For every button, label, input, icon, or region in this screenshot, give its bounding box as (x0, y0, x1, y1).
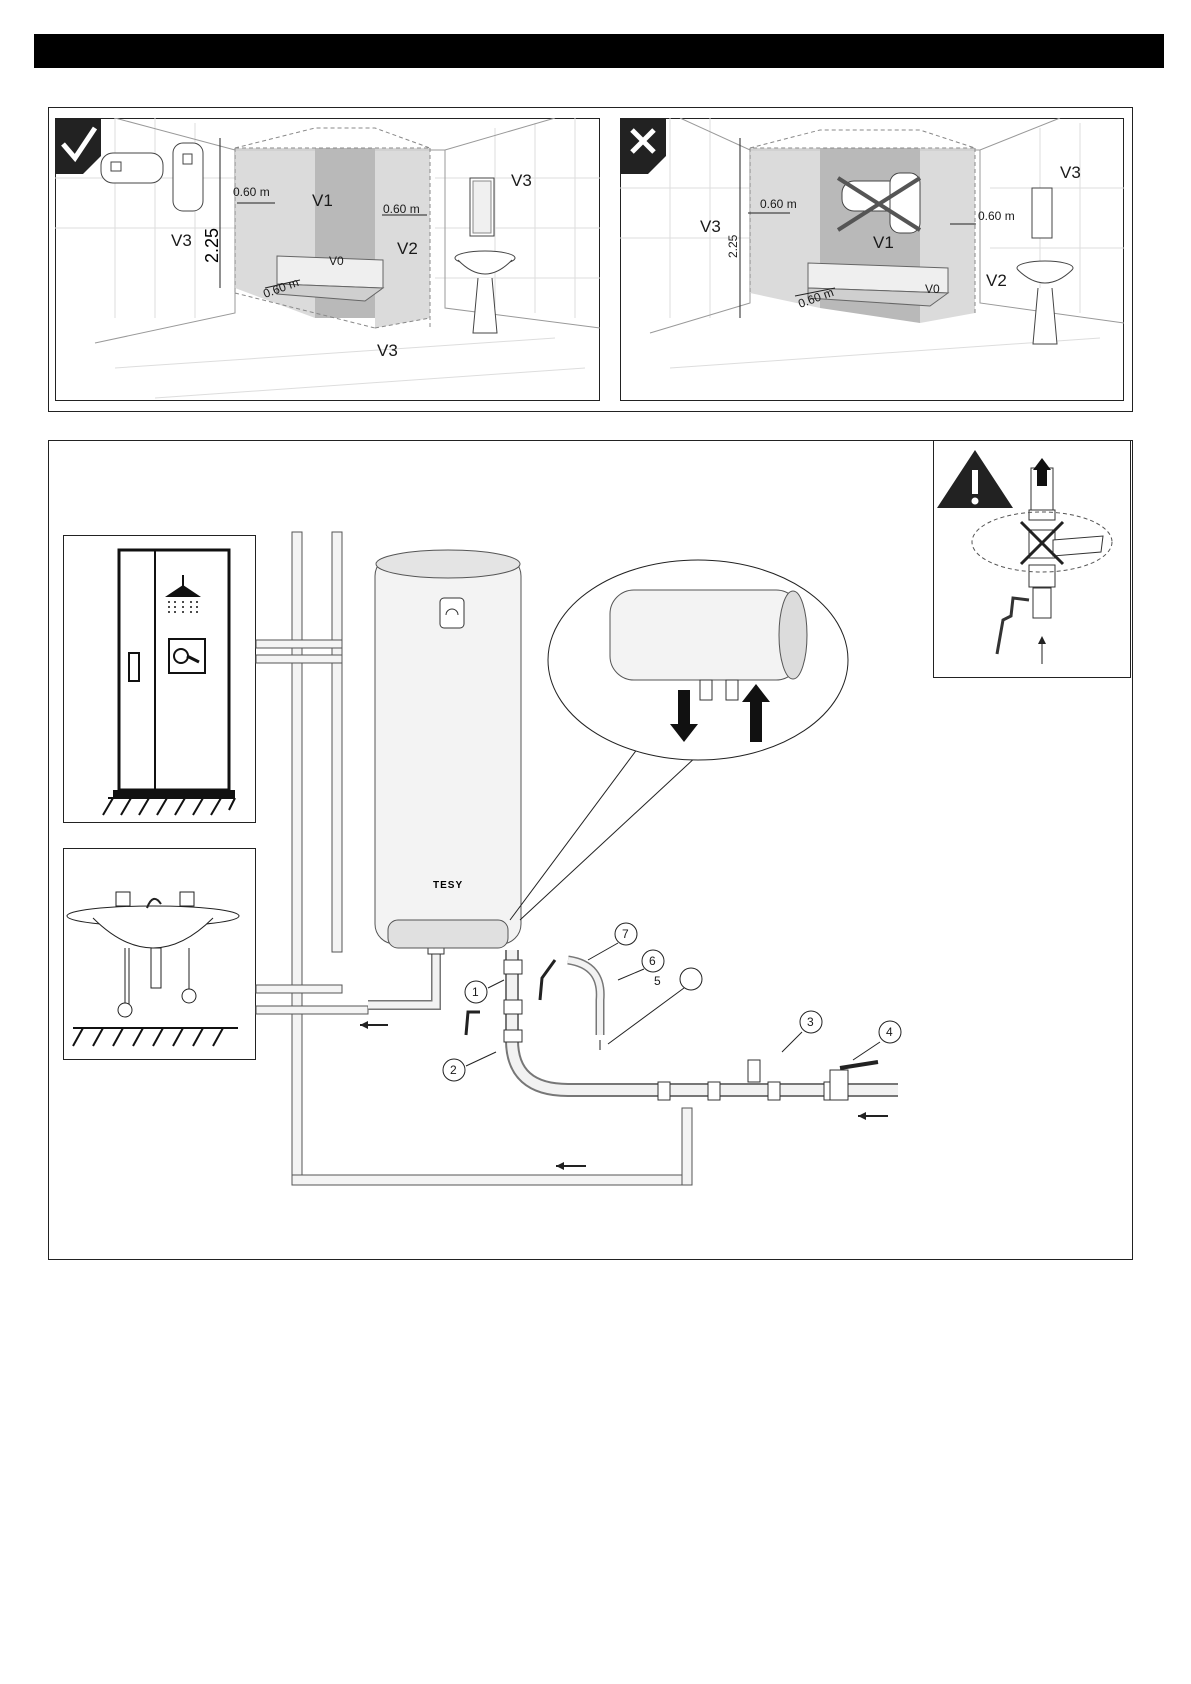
zone-v3-label: V3 (1060, 163, 1081, 182)
thermometer-dial-icon (440, 598, 464, 628)
brand-label: TESY (433, 880, 463, 891)
zone-v3-label: V3 (171, 231, 192, 250)
header-bar (34, 34, 1164, 68)
callout-6: 6 (649, 954, 656, 968)
zone-v0-label: V0 (329, 254, 344, 268)
zone-v1-label: V1 (873, 233, 894, 252)
callout-4: 4 (886, 1025, 893, 1039)
zones-correct-panel: 0.60 m 0.60 m 0.60 m 2.25 V1 V0 V2 V3 V3… (55, 118, 600, 401)
callout-2: 2 (450, 1063, 457, 1077)
zone-v3-label: V3 (700, 217, 721, 236)
dim-label: 0.60 m (233, 185, 270, 199)
zones-incorrect-panel: 0.60 m 0.60 m 0.60 m 2.25 V1 V0 V2 V3 V3 (620, 118, 1124, 401)
height-label: 2.25 (726, 234, 740, 258)
height-label: 2.25 (202, 228, 222, 263)
callout-1: 1 (472, 985, 479, 999)
dim-label: 0.60 m (760, 197, 797, 211)
callout-5: 5 (654, 974, 661, 988)
warning-panel (933, 440, 1131, 678)
callout-3: 3 (807, 1015, 814, 1029)
zone-v0-label: V0 (925, 282, 940, 296)
zone-v3-label: V3 (377, 341, 398, 360)
zone-v1-label: V1 (312, 191, 333, 210)
cross-icon (620, 118, 666, 174)
dim-label: 0.60 m (383, 202, 420, 216)
callout-7: 7 (622, 927, 629, 941)
zone-v2-label: V2 (397, 239, 418, 258)
zone-v2-label: V2 (986, 271, 1007, 290)
check-icon (55, 118, 101, 174)
zone-v3-label: V3 (511, 171, 532, 190)
dim-label: 0.60 m (978, 209, 1015, 223)
